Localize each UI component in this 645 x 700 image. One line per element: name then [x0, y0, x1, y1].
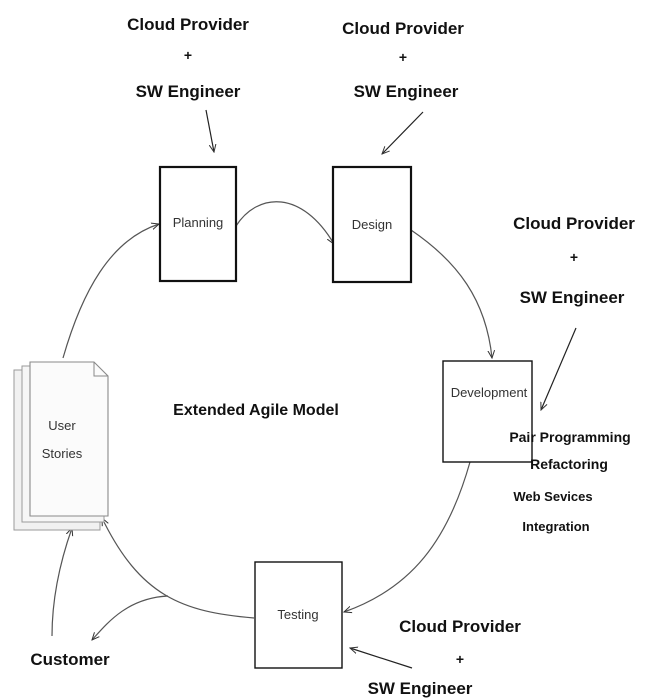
stakeholder-label-testing: Cloud Provider + SW Engineer — [368, 617, 522, 698]
arrow-planning-to-design — [235, 201, 334, 244]
stakeholder-label-planning: Cloud Provider + SW Engineer — [127, 15, 249, 101]
design-box — [331, 165, 413, 284]
testing-label: Testing — [277, 607, 318, 622]
user-stories-label-line2: Stories — [42, 446, 83, 461]
planning-label: Planning — [173, 215, 224, 230]
stakeholder-sw-engineer: SW Engineer — [354, 82, 459, 101]
stakeholder-cloud-provider: Cloud Provider — [342, 19, 464, 38]
stakeholder-cloud-provider: Cloud Provider — [127, 15, 249, 34]
user-stories-stack: User Stories — [13, 361, 109, 531]
stakeholder-cloud-provider: Cloud Provider — [399, 617, 521, 636]
stakeholder-sw-engineer: SW Engineer — [520, 288, 625, 307]
arrow-stakeholder-to-planning — [205, 109, 214, 152]
development-practices: Pair Programming Refactoring Web Sevices… — [509, 429, 630, 534]
practice-integration: Integration — [522, 519, 589, 534]
stage-development: Development — [442, 360, 533, 463]
practice-refactoring: Refactoring — [530, 456, 608, 472]
arrow-design-to-development — [410, 229, 492, 358]
stakeholder-cloud-provider: Cloud Provider — [513, 214, 635, 233]
arrow-customer-to-user-stories — [51, 528, 72, 637]
stakeholder-sw-engineer: SW Engineer — [368, 679, 473, 698]
stakeholder-label-design: Cloud Provider + SW Engineer — [342, 19, 464, 101]
stakeholder-plus: + — [399, 49, 407, 65]
practice-pair-programming: Pair Programming — [509, 429, 630, 445]
user-stories-page-front — [29, 361, 109, 517]
arrow-testing-to-customer — [92, 595, 169, 640]
planning-box — [158, 165, 238, 283]
stakeholder-plus: + — [184, 47, 192, 63]
arrow-development-to-testing — [344, 461, 471, 612]
stakeholder-sw-engineer: SW Engineer — [136, 82, 241, 101]
diagram-title: Extended Agile Model — [173, 402, 339, 419]
development-box — [442, 360, 533, 463]
arrow-testing-to-user-stories — [102, 518, 255, 619]
stakeholder-plus: + — [456, 651, 464, 667]
stage-planning: Planning — [158, 165, 238, 283]
testing-box — [254, 561, 343, 669]
stage-testing: Testing — [254, 561, 343, 669]
stakeholder-plus: + — [570, 249, 578, 265]
user-stories-page-fold — [93, 362, 108, 377]
stakeholder-label-development: Cloud Provider + SW Engineer — [513, 214, 635, 307]
customer-label: Customer — [30, 650, 110, 669]
arrow-stakeholder-to-design — [382, 111, 424, 154]
arrow-stakeholder-to-development — [541, 327, 577, 410]
design-label: Design — [352, 217, 392, 232]
arrow-stakeholder-to-testing — [350, 648, 413, 669]
development-label: Development — [451, 385, 528, 400]
user-stories-label-line1: User — [48, 418, 76, 433]
practice-web-services: Web Sevices — [513, 489, 592, 504]
stage-design: Design — [331, 165, 413, 284]
arrow-user-stories-to-planning — [62, 224, 159, 359]
